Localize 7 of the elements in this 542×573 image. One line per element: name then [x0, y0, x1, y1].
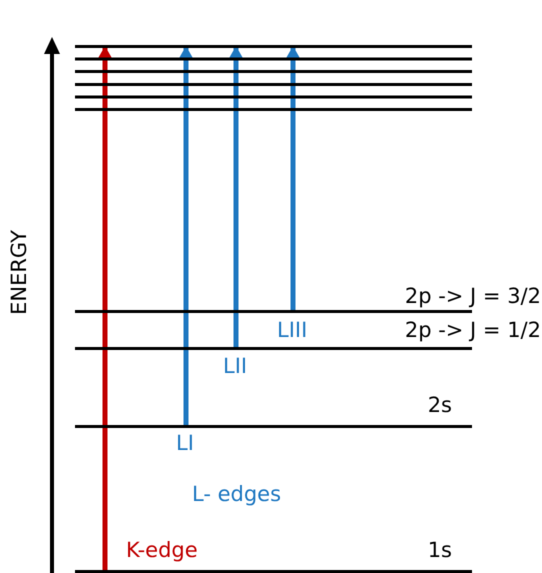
level-label: 2s: [428, 393, 452, 417]
axis-label: ENERGY: [6, 230, 32, 315]
group-label: L- edges: [192, 482, 282, 506]
level-label: 2p -> J = 3/2: [404, 284, 541, 308]
level-label: 1s: [428, 538, 452, 562]
level-label: 2p -> J = 1/2: [404, 318, 541, 342]
edge-label: K-edge: [125, 538, 199, 562]
